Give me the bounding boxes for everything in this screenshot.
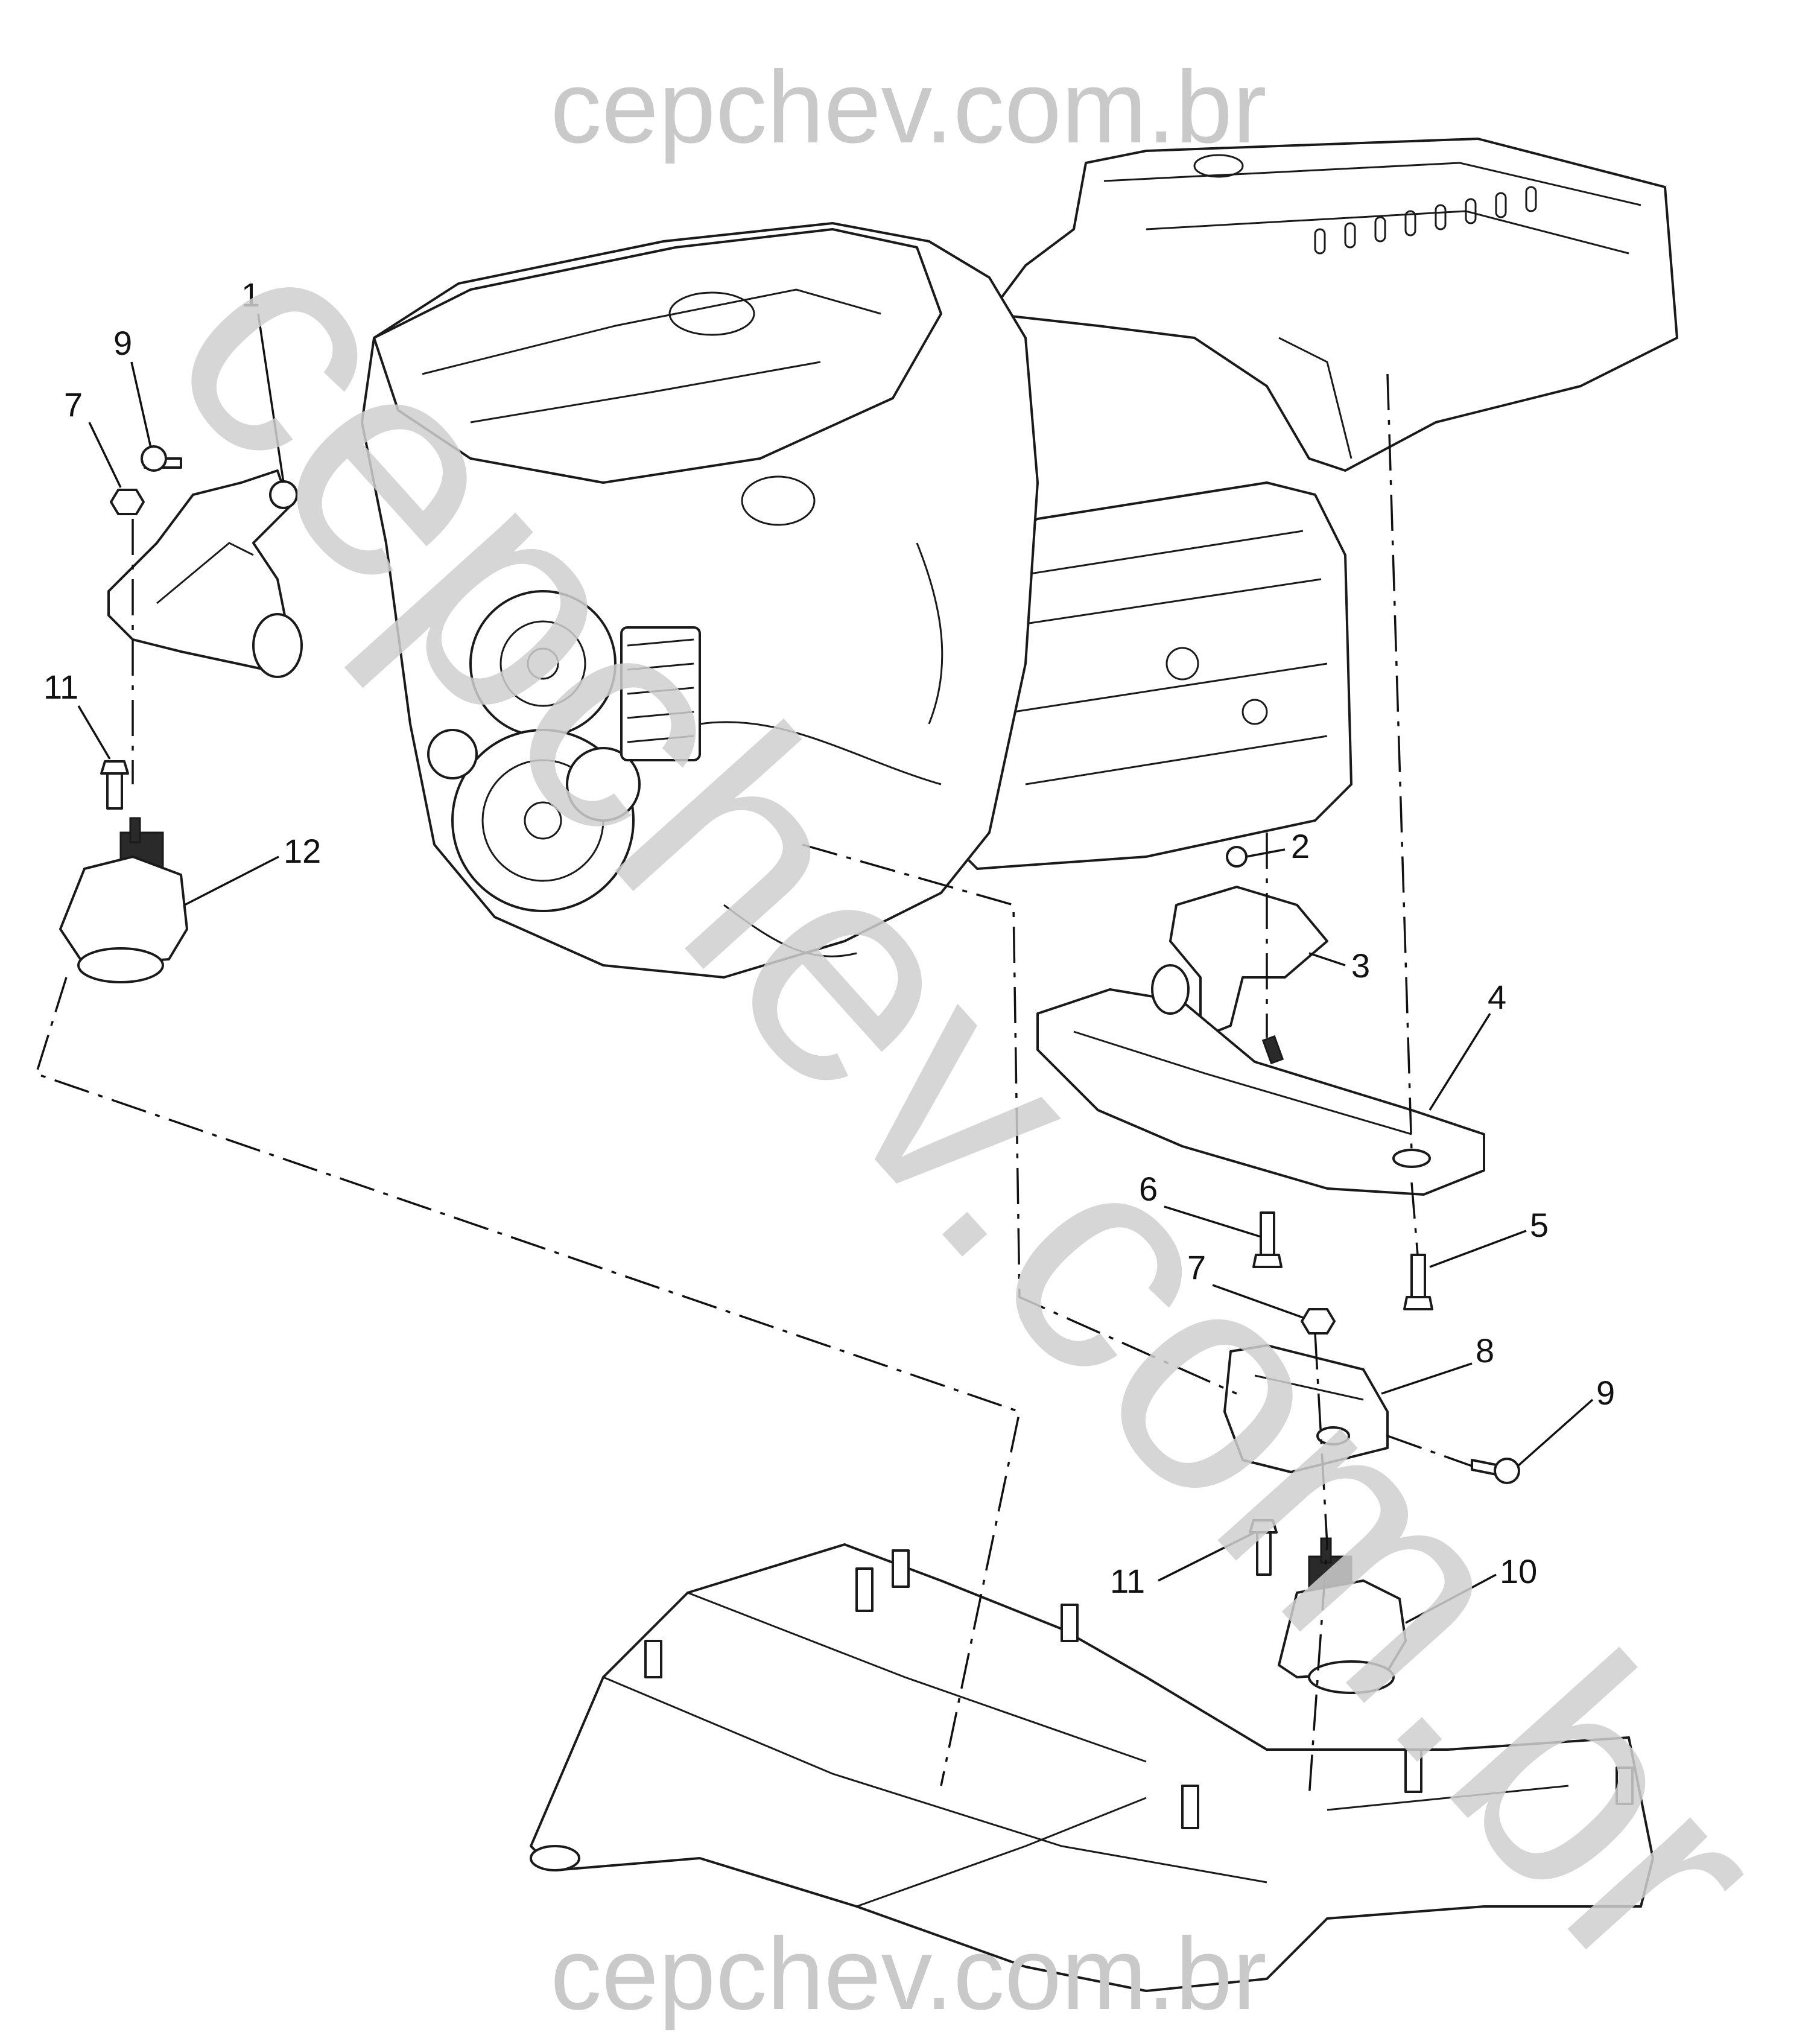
callout-7-right: 7 [1187,1248,1206,1286]
bolts-5-6 [1252,1211,1433,1310]
right-engine-mount-bracket-8 [1223,1344,1389,1473]
watermark-top: cepchev.com.br [550,50,1266,165]
mount-bracket-3 [1169,846,1328,1039]
left-engine-mount-bracket [107,469,303,678]
callout-10: 10 [1500,1552,1537,1590]
callout-5: 5 [1530,1206,1549,1244]
fasteners-right [1249,1308,1520,1576]
callout-6: 6 [1139,1170,1158,1208]
heat-shield [988,138,1678,472]
engine [361,222,1039,979]
fasteners-left [100,445,182,810]
callout-4: 4 [1488,978,1506,1016]
callout-7-left: 7 [64,386,83,424]
callout-2: 2 [1291,827,1310,865]
watermark-bottom: cepchev.com.br [550,1917,1266,2031]
transmission [940,481,1352,870]
callout-8: 8 [1476,1331,1494,1370]
leader-lines [77,313,1594,1624]
callout-3: 3 [1351,947,1370,985]
callout-12: 12 [284,832,321,870]
callout-11-right: 11 [1110,1562,1145,1600]
callout-9-left: 9 [113,324,132,362]
right-engine-mount-10 [1278,1537,1407,1694]
cradle [530,1543,1654,1992]
alignment-lines [34,373,1473,1798]
crossmember-4 [1036,964,1485,1196]
callout-11-left: 11 [43,668,78,706]
callout-labels: 1 9 7 11 12 2 3 4 6 5 7 8 9 11 10 [43,276,1615,1600]
left-engine-mount-12 [59,817,188,983]
callout-9-right: 9 [1596,1374,1615,1412]
callout-1: 1 [241,276,260,314]
